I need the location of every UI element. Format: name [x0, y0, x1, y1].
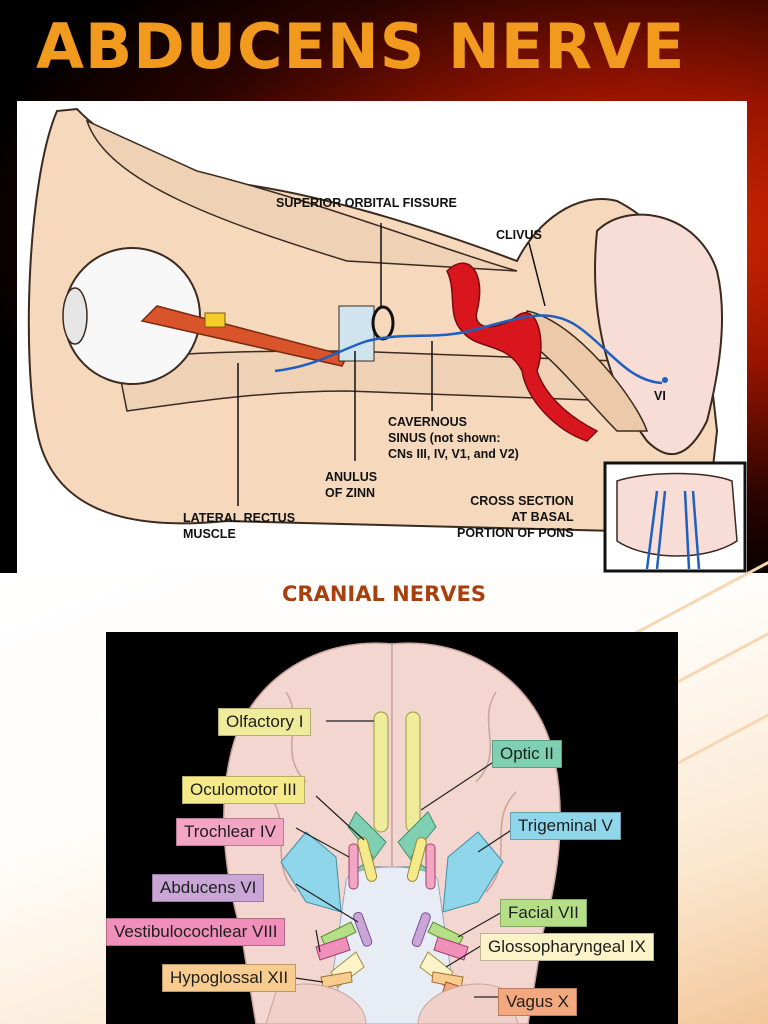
label-trigeminal: Trigeminal V	[510, 812, 621, 840]
label-lateral-rectus-muscle: LATERAL RECTUS MUSCLE	[183, 511, 296, 541]
vestibulocochlear-left	[315, 936, 351, 961]
anulus-of-zinn-shape	[338, 305, 375, 362]
nerve-root	[662, 377, 668, 383]
label-olfactory: Olfactory I	[218, 708, 312, 736]
label-cavernous-sinus: CAVERNOUS SINUS (not shown: CNs III, IV,…	[388, 415, 519, 461]
skull-sagittal-illustration	[27, 107, 747, 573]
trochlear-left	[348, 843, 359, 890]
slide-title: ABDUCENS NERVE	[36, 10, 686, 83]
internal-carotid-artery	[446, 262, 599, 442]
label-facial: Facial VII	[500, 899, 587, 927]
label-superior-orbital-fissure: SUPERIOR ORBITAL FISSURE	[276, 196, 457, 210]
label-glossopharyngeal: Glossopharyngeal IX	[480, 933, 654, 961]
oculomotor-right	[406, 837, 427, 882]
trigeminal-left	[280, 831, 342, 913]
abducens-right	[411, 912, 431, 947]
clivus-bone	[526, 310, 649, 432]
abducens-pathway-diagram: SUPERIOR ORBITAL FISSURE CLIVUS CAVERNOU…	[17, 101, 747, 573]
nerve-fiber	[645, 490, 659, 570]
leader-line	[528, 242, 546, 307]
pons-cross-section	[616, 472, 738, 557]
label-nerve-number: VI	[654, 389, 666, 403]
olfactory-tract-left	[373, 711, 389, 833]
hypoglossal-right	[431, 971, 464, 989]
label-optic: Optic II	[492, 740, 562, 768]
label-vagus: Vagus X	[498, 988, 578, 1016]
label-oculomotor: Oculomotor III	[182, 776, 305, 804]
nerve-fiber	[655, 490, 667, 570]
trigeminal-right	[442, 831, 504, 913]
cranial-nerves-diagram: Olfactory I Optic II Oculomotor III Troc…	[106, 632, 678, 1024]
cornea	[62, 287, 88, 345]
abducens-left	[353, 911, 373, 947]
label-hypoglossal: Hypoglossal XII	[162, 964, 297, 992]
label-clivus: CLIVUS	[496, 228, 542, 242]
nerve-fiber	[691, 490, 701, 570]
section-subtitle: CRANIAL NERVES	[282, 582, 486, 606]
hypoglossal-left	[320, 971, 353, 989]
facial-right	[427, 921, 464, 948]
brain-sulci	[265, 691, 517, 893]
label-cross-section: CROSS SECTION AT BASAL PORTION OF PONS	[457, 494, 574, 540]
trochlear-right	[425, 843, 436, 890]
muscle-tendon	[204, 312, 226, 328]
abducens-nerve-path	[274, 314, 663, 385]
label-vestibulocochlear: Vestibulocochlear VIII	[106, 918, 286, 946]
orbit-roof-bone	[85, 119, 518, 272]
brain-base-illustration	[223, 642, 561, 1024]
olfactory-tract-right	[405, 711, 421, 833]
nerve-fiber	[683, 490, 691, 570]
label-abducens: Abducens VI	[152, 874, 265, 902]
facial-left	[320, 921, 357, 948]
label-anulus-of-zinn: ANULUS OF ZINN	[325, 470, 378, 500]
leader-lines	[280, 720, 517, 998]
label-trochlear: Trochlear IV	[176, 818, 284, 846]
